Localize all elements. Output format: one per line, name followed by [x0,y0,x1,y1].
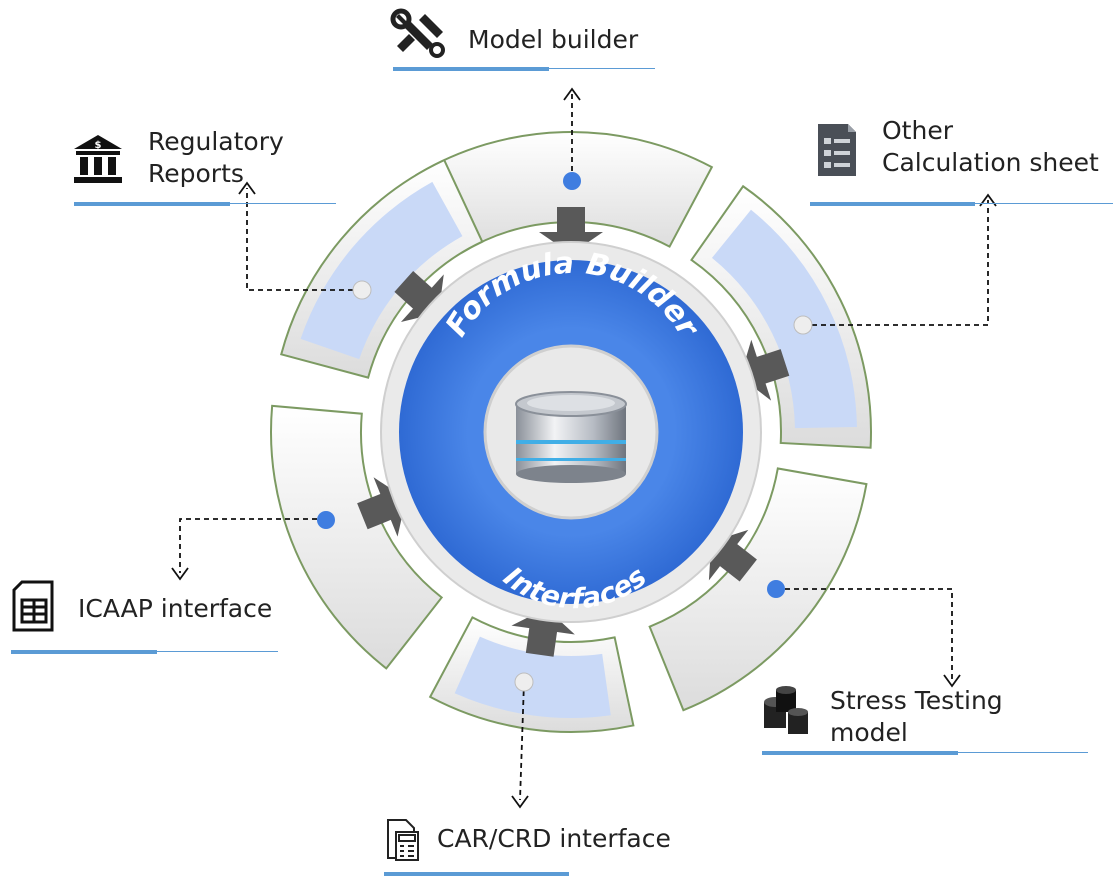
tools-icon [390,8,445,58]
connector-dots [317,172,813,692]
dot-regulatory [352,280,372,300]
segment-regulatory-fill [300,181,463,360]
underline-model-builder [393,67,655,71]
underline-icaap [11,650,278,654]
segment-model-builder [415,131,714,254]
database-icon [515,391,627,483]
calculator-document-icon [387,819,419,861]
svg-text:$: $ [95,140,102,151]
dot-stress [767,580,785,598]
connector-arrowheads [171,87,997,809]
segment-other-fill [711,209,857,429]
underline-regulatory [74,202,336,206]
bank-icon: $ [74,135,122,183]
label-car-crd-interface: CAR/CRD interface [437,824,671,853]
connector-icaap [179,518,326,573]
spreadsheet-icon [12,580,54,632]
ring-segments [270,131,872,733]
dot-icaap [317,511,335,529]
dot-other [793,315,813,335]
dot-car [514,672,534,692]
dashed-connectors [179,94,989,801]
database-cylinders-icon [764,686,808,734]
underline-other [810,202,1113,206]
label-other-calculation-sheet: Other Calculation sheet [882,116,1099,177]
segment-car-fill [454,636,611,719]
connector-stress [776,588,953,680]
connector-car [519,681,525,801]
label-regulatory-reports: Regulatory Reports [148,127,284,188]
segment-stress [648,467,868,712]
underline-car [384,872,569,876]
label-model-builder: Model builder [468,25,639,54]
label-stress-testing-model: Stress Testing model [830,686,1003,747]
segment-icaap [270,404,444,670]
connector-other [803,200,989,326]
label-icaap-interface: ICAAP interface [78,594,273,623]
dot-model-builder [563,172,581,190]
calculation-sheet-icon [818,124,856,176]
connector-regulatory [246,188,362,291]
underline-stress [762,751,1088,755]
